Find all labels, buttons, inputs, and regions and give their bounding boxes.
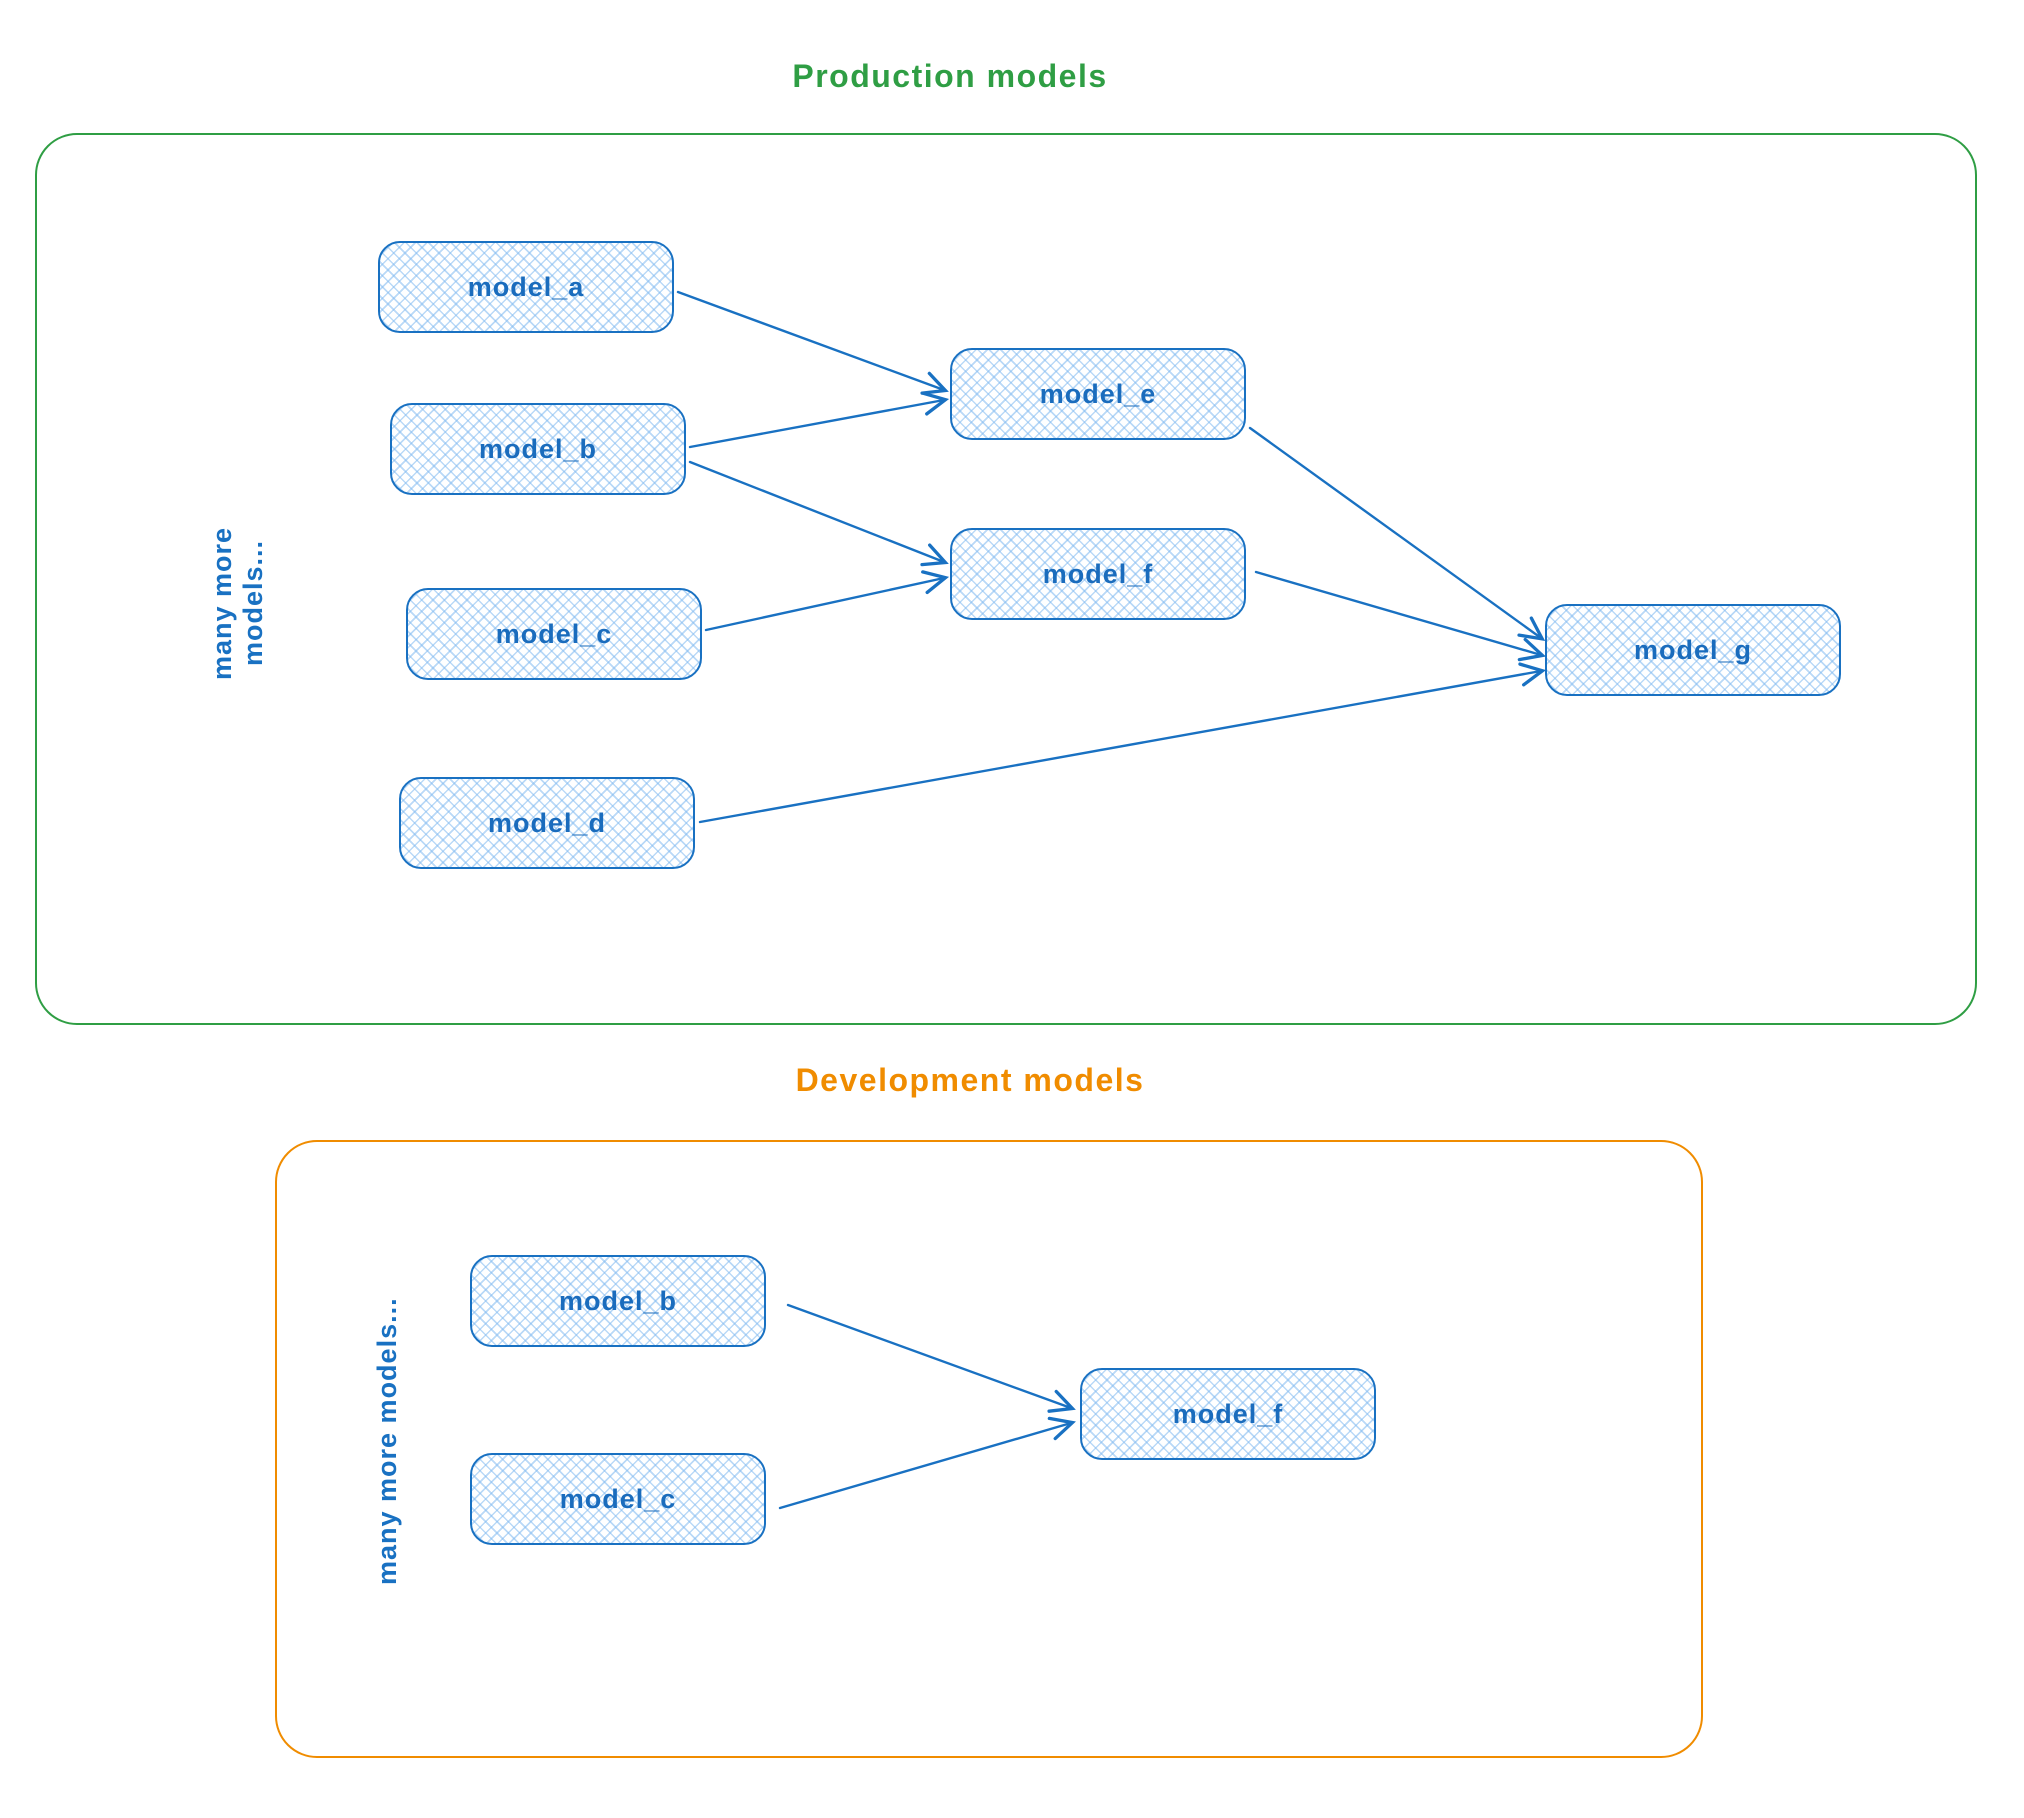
node-model-b: model_b	[390, 403, 686, 495]
node-dev-model-c: model_c	[470, 1453, 766, 1545]
node-model-e: model_e	[950, 348, 1246, 440]
production-frame	[35, 133, 1977, 1025]
development-section-title: Development models	[795, 1062, 1145, 1098]
node-model-g: model_g	[1545, 604, 1841, 696]
development-side-label: many more models...	[372, 1297, 402, 1585]
development-frame	[275, 1140, 1703, 1758]
node-model-d: model_d	[399, 777, 695, 869]
node-model-f: model_f	[950, 528, 1246, 620]
production-section-title: Production models	[792, 58, 1108, 94]
node-dev-model-b: model_b	[470, 1255, 766, 1347]
node-dev-model-f: model_f	[1080, 1368, 1376, 1460]
node-model-a: model_a	[378, 241, 674, 333]
node-model-c: model_c	[406, 588, 702, 680]
production-side-label: many more models...	[207, 526, 268, 680]
